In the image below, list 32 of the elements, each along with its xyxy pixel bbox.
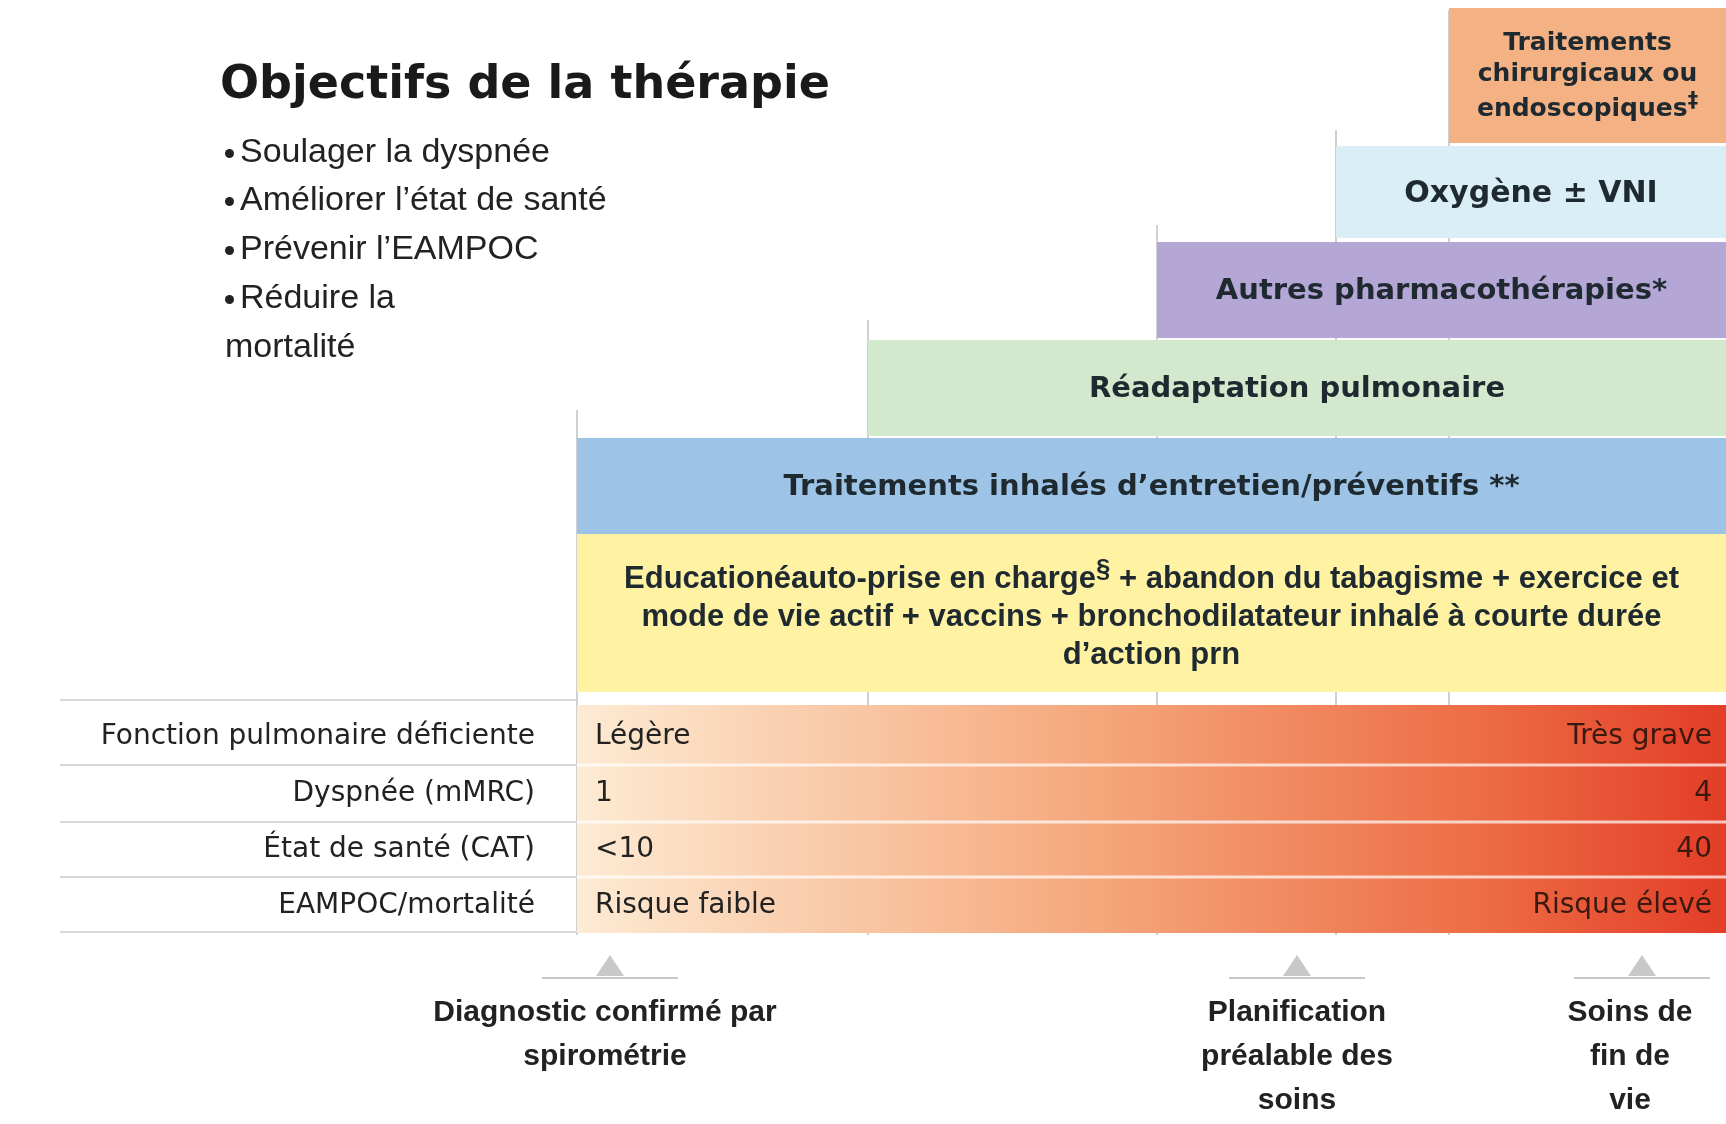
- row-header: EAMPOC/mortalité: [278, 887, 535, 920]
- goal-bullet: Prévenir l’EAMPOC: [225, 223, 785, 272]
- goal-bullet: Améliorer l’état de santé: [225, 174, 785, 223]
- scale-low-value: Risque faible: [595, 887, 777, 920]
- scale-high-value: Très grave: [1567, 718, 1712, 751]
- treatment-band: [577, 534, 1726, 692]
- milestone-label: Diagnostic confirmé par spirométrie: [432, 993, 778, 1073]
- goal-bullet: Soulager la dyspnée: [225, 126, 785, 175]
- row-header: Dyspnée (mMRC): [292, 775, 535, 808]
- milestone-label: Soins de fin de vie: [1566, 993, 1694, 1117]
- title: Objectifs de la thérapie: [220, 55, 830, 109]
- scale-high-value: Risque élevé: [1532, 887, 1712, 920]
- row-header: Fonction pulmonaire déficiente: [100, 718, 535, 751]
- scale-low-value: <10: [595, 831, 655, 864]
- band-label: Autres pharmacothérapies*: [1215, 272, 1668, 308]
- scale-high-value: 4: [1694, 775, 1712, 808]
- treatment-band: [577, 438, 1726, 534]
- scale-low-value: Légère: [595, 718, 691, 751]
- band-label: Traitements inhalés d’entretien/préventifs **: [783, 468, 1520, 504]
- scale-low-value: 1: [595, 775, 613, 808]
- treatment-band: [1157, 242, 1726, 338]
- scale-high-value: 40: [1676, 831, 1712, 864]
- treatment-band: [1449, 8, 1726, 143]
- band-label: Educationéauto-prise en charge$^{§}$ + abandon du tabagisme + exercice et mode de vie actif + vaccins + bronchodilatateur inhalé à courte durée d’action prn: [623, 553, 1680, 673]
- row-header: État de santé (CAT): [263, 831, 535, 864]
- band-label: Traitements chirurgicaux ou endoscopiques$^{‡}$: [1475, 27, 1700, 124]
- milestone-label: Planification préalable des soins: [1200, 993, 1394, 1117]
- goal-bullet: Réduire la mortalité: [225, 276, 396, 366]
- treatment-band: [868, 340, 1726, 436]
- band-label: Oxygène ± VNI: [1404, 173, 1658, 211]
- band-label: Réadaptation pulmonaire: [1088, 370, 1506, 406]
- treatment-band: [1336, 146, 1726, 238]
